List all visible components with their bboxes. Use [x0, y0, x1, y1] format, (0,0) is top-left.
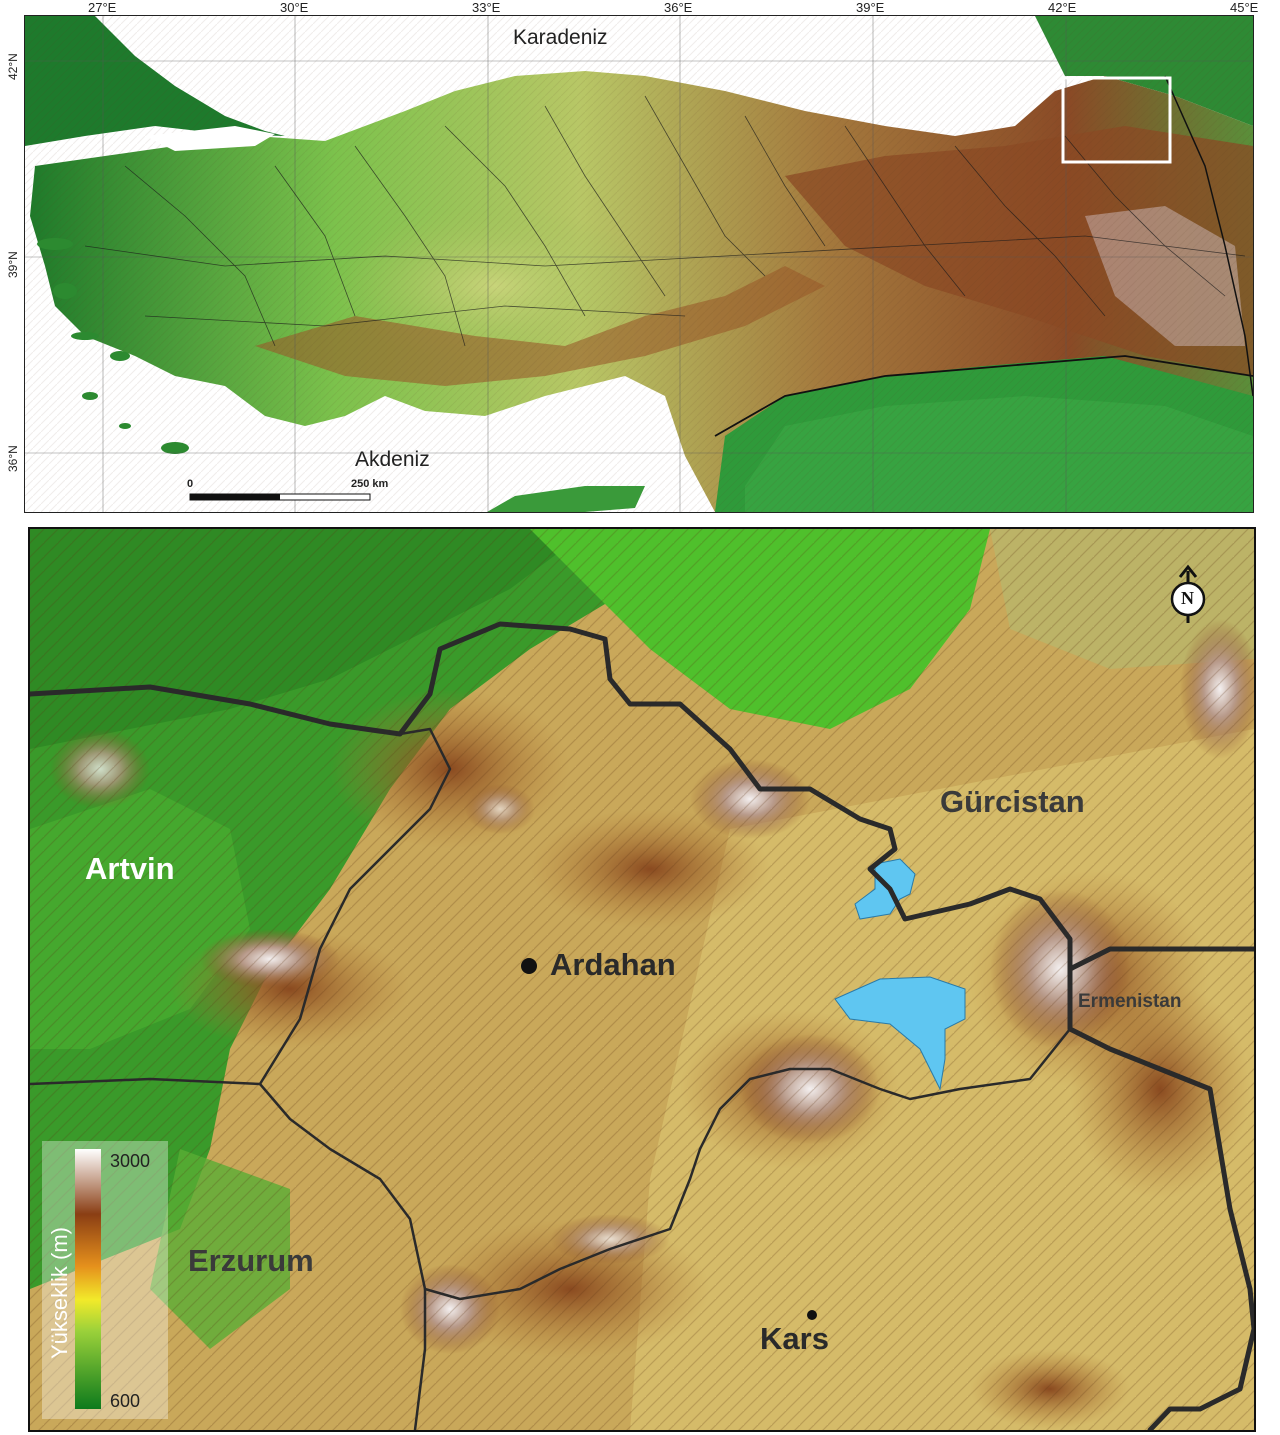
scale-bar-end: 250 km	[351, 478, 389, 490]
legend-min: 600	[110, 1391, 141, 1411]
north-arrow	[1170, 564, 1206, 623]
cyprus	[487, 486, 645, 512]
graticule	[25, 16, 1253, 512]
longitude-label: 30°E	[280, 0, 309, 15]
ardahan-label: Ardahan	[550, 947, 676, 982]
longitude-label: 36°E	[664, 0, 693, 15]
legend-color-ramp	[75, 1149, 101, 1409]
black-sea-label: Karadeniz	[513, 26, 608, 49]
aktas-lake	[854, 858, 916, 920]
cildir-lake	[834, 976, 966, 1091]
longitude-label: 27°E	[88, 0, 117, 15]
ardahan-dot	[521, 958, 537, 974]
inset-box	[1061, 76, 1172, 164]
marmara-sea	[145, 126, 275, 151]
kars-dot	[807, 1310, 817, 1320]
overview-map[interactable]: Karadeniz Akdeniz 0 250 km	[24, 15, 1254, 513]
scale-bar	[189, 493, 371, 501]
longitude-label: 45°E	[1230, 0, 1259, 15]
armenia-label: Ermenistan	[1078, 991, 1182, 1012]
latitude-label: 39°N	[6, 251, 20, 278]
province-borders	[84, 95, 1246, 347]
artvin-label: Artvin	[85, 851, 175, 886]
legend-max: 3000	[110, 1151, 151, 1171]
national-border	[714, 355, 1253, 437]
overview-map-svg	[25, 16, 1253, 512]
erzurum-label: Erzurum	[188, 1243, 314, 1278]
latitude-label: 36°N	[6, 445, 20, 472]
elevation-legend	[42, 1141, 168, 1419]
longitude-label: 33°E	[472, 0, 501, 15]
latitude-label: 42°N	[6, 53, 20, 80]
longitude-label: 39°E	[856, 0, 885, 15]
kars-label: Kars	[760, 1321, 829, 1356]
detail-map-svg	[30, 529, 1254, 1430]
mediterranean-label: Akdeniz	[355, 448, 430, 471]
detail-map[interactable]: Artvin Ardahan Erzurum Kars Gürcistan Er…	[28, 527, 1256, 1432]
scale-bar-start: 0	[187, 478, 194, 490]
georgia-label: Gürcistan	[940, 784, 1085, 819]
north-arrow-letter: N	[1181, 588, 1194, 608]
borders	[30, 621, 1254, 1430]
legend-title: Yükseklik (m)	[47, 1226, 72, 1359]
longitude-label: 42°E	[1048, 0, 1077, 15]
